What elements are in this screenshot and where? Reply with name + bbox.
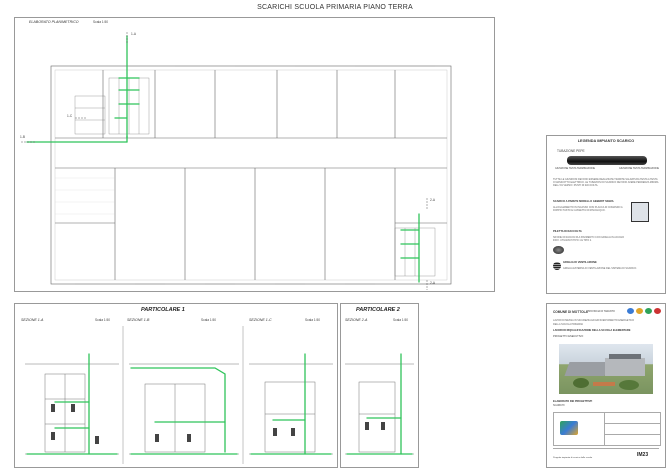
project-line: LAVORI DI MESSA IN SICUREZZA ED EFFICIEN… <box>553 319 635 322</box>
section-scale: Scala 1:50 <box>305 318 321 322</box>
legend-caption-right: GIUNZIONE TESTA TERMINAZIONE <box>619 167 659 170</box>
legend-panel: LEGENDA IMPIANTO SCARICO TUBAZIONE PEPE … <box>546 135 666 294</box>
section-marker: 1-B <box>20 135 25 139</box>
section-drawings-2 <box>345 353 414 455</box>
legend-item-text: ALLOGGIAMENTO IN INCASSO CON PLACCA DI C… <box>553 206 623 213</box>
floor-drain-icon <box>553 246 564 254</box>
logo-icon <box>636 308 643 314</box>
plan-title: ELABORATO PLANIMETRICO <box>29 20 79 24</box>
section-label: SEZIONE 2-A <box>345 318 368 322</box>
project-line: LAVORI DI RIQUALIFICAZIONE DELLA SCUOLA … <box>553 329 631 332</box>
section-label: SEZIONE 1-C <box>249 318 272 322</box>
signature-grid <box>553 412 661 446</box>
municipality-name: COMUNE DI MOTTOLA <box>553 310 588 314</box>
section-marker: 1-C <box>67 114 73 118</box>
pipe-icon <box>567 156 647 165</box>
drawing-title: ELABORATO DEI PROGETTISTI <box>553 400 593 403</box>
section-scale: Scala 1:50 <box>95 318 111 322</box>
project-line: DELLA SCUOLA PRIMARIA <box>553 323 584 326</box>
vent-grille-icon <box>553 262 561 270</box>
building-render-image <box>559 344 653 394</box>
particolare-1-panel: PARTICOLARE 1 SEZIONE 1-A Scala 1:50 SEZ… <box>14 303 338 468</box>
drawing-footer: Progetto impianto di scarico della scuol… <box>553 457 593 459</box>
plan-panel: ELABORATO PLANIMETRICO Scala 1:50 <box>14 17 495 292</box>
partner-logo-icon <box>560 421 578 435</box>
legend-pipe-label: TUBAZIONE PEPE <box>557 149 585 153</box>
section-marker: 2-A <box>430 281 435 285</box>
province-name: PROVINCIA DI TARANTO <box>587 310 615 313</box>
particolare-2-panel: PARTICOLARE 2 SEZIONE 2-A Scala 1:50 <box>340 303 419 468</box>
section-marker: 2-A <box>430 198 435 202</box>
page-title: SCARICHI SCUOLA PRIMARIA PIANO TERRA <box>257 4 413 11</box>
project-phase: PROGETTO ESECUTIVO <box>553 335 584 338</box>
section-marker: 1-A <box>131 32 136 36</box>
legend-item-title: PILETTA DI RACCOLTA <box>553 230 582 233</box>
legend-item-text: GRIGLIA ESTERNA DI VENTILAZIONE DEL SIST… <box>563 267 637 270</box>
legend-item-title: SCARICO A PARETE MODELLO GEBERIT SIGMA <box>553 200 614 203</box>
plan-scale: Scala 1:50 <box>93 20 109 24</box>
legend-description: TUTTE LE GIUNZIONI DEVONO ESSERE REALIZZ… <box>553 178 659 188</box>
section-scale: Scala 1:50 <box>201 318 217 322</box>
section-label: SEZIONE 1-A <box>21 318 44 322</box>
legend-item-title: GRIGLIA DI VENTILAZIONE <box>563 261 597 264</box>
legend-caption-left: GIUNZIONE TESTA TERMINAZIONE <box>555 167 595 170</box>
section-drawings-1 <box>25 326 333 464</box>
particolare-1-title: PARTICOLARE 1 <box>141 307 185 313</box>
logo-icon <box>627 308 634 314</box>
title-block: COMUNE DI MOTTOLA PROVINCIA DI TARANTO L… <box>546 303 666 468</box>
logos-row <box>627 308 661 314</box>
logo-icon <box>654 308 661 314</box>
legend-title: LEGENDA IMPIANTO SCARICO <box>577 139 635 143</box>
section-label: SEZIONE 1-B <box>127 318 150 322</box>
section-scale: Scala 1:50 <box>393 318 409 322</box>
drawing-subtitle: SCARICHI <box>553 404 565 407</box>
legend-item-text: SIFONE DI RACCOLTA A PAVIMENTO CON GRIGL… <box>553 236 625 243</box>
wall-mounted-drain-icon <box>631 202 649 222</box>
logo-icon <box>645 308 652 314</box>
particolare-2-title: PARTICOLARE 2 <box>356 307 400 313</box>
floor-plan-drawing <box>21 32 452 290</box>
code-box: Progetto impianto di scarico della scuol… <box>553 448 659 463</box>
drawing-code: IM23 <box>637 452 649 458</box>
